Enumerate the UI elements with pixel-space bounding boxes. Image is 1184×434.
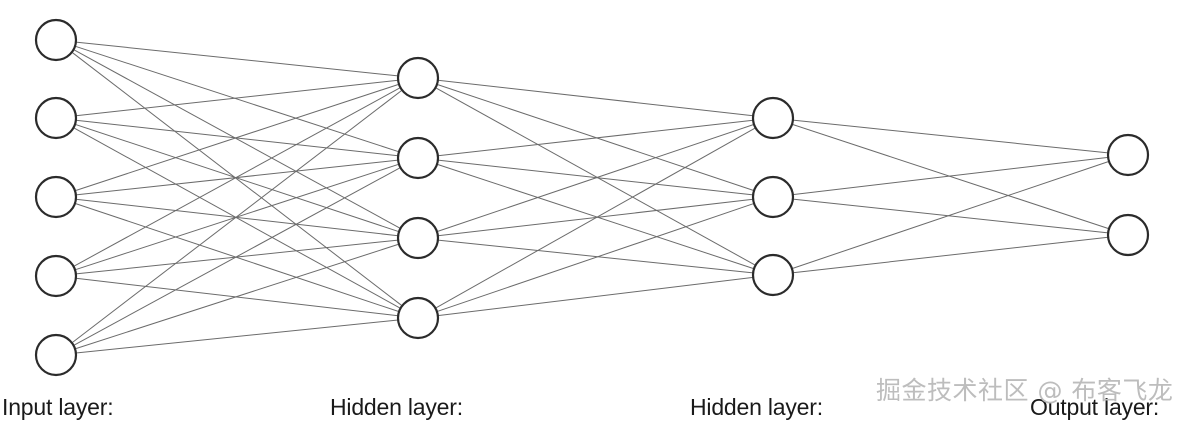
network-edge	[436, 202, 755, 313]
network-edge	[435, 127, 756, 309]
layer-label-input: Input layer:	[2, 394, 114, 420]
network-edge	[74, 45, 400, 153]
network-node-hidden2-3[interactable]	[751, 253, 795, 297]
layer-label-hidden2: Hidden layer:	[690, 394, 823, 420]
network-edge	[437, 239, 754, 274]
network-node-input-5[interactable]	[34, 333, 78, 377]
edges-group	[71, 41, 1110, 354]
nodes-group	[34, 18, 1150, 377]
layer-label-hidden1: Hidden layer:	[330, 394, 463, 420]
network-edge	[73, 167, 401, 346]
network-node-hidden1-3[interactable]	[396, 216, 440, 260]
network-node-input-4[interactable]	[34, 254, 78, 298]
network-edge	[436, 163, 755, 270]
network-node-input-3[interactable]	[34, 175, 78, 219]
network-edge	[792, 198, 1109, 234]
network-node-output-2[interactable]	[1106, 213, 1150, 257]
network-edge	[71, 51, 403, 307]
network-edge	[75, 319, 399, 354]
network-node-hidden2-2[interactable]	[751, 175, 795, 219]
network-edge	[75, 41, 399, 77]
network-edge	[792, 156, 1109, 196]
network-edge	[437, 276, 754, 317]
network-node-input-2[interactable]	[34, 96, 78, 140]
network-edge	[791, 160, 1110, 270]
network-edge	[437, 119, 754, 157]
network-node-input-1[interactable]	[34, 18, 78, 62]
network-node-output-1[interactable]	[1106, 133, 1150, 177]
network-edge	[74, 83, 400, 192]
network-edge	[792, 236, 1109, 274]
network-node-hidden1-1[interactable]	[396, 56, 440, 100]
network-edge	[436, 123, 755, 233]
network-edge	[435, 87, 756, 266]
network-edge	[74, 243, 400, 350]
network-node-hidden1-4[interactable]	[396, 296, 440, 340]
network-edge	[75, 79, 399, 117]
network-edge	[71, 89, 403, 344]
network-node-hidden2-1[interactable]	[751, 96, 795, 140]
network-edge	[73, 87, 401, 267]
network-edge	[73, 49, 401, 229]
network-edge	[437, 79, 754, 117]
network-node-hidden1-2[interactable]	[396, 136, 440, 180]
layer-label-output: Output layer:	[1030, 394, 1160, 420]
network-edge	[792, 119, 1109, 154]
